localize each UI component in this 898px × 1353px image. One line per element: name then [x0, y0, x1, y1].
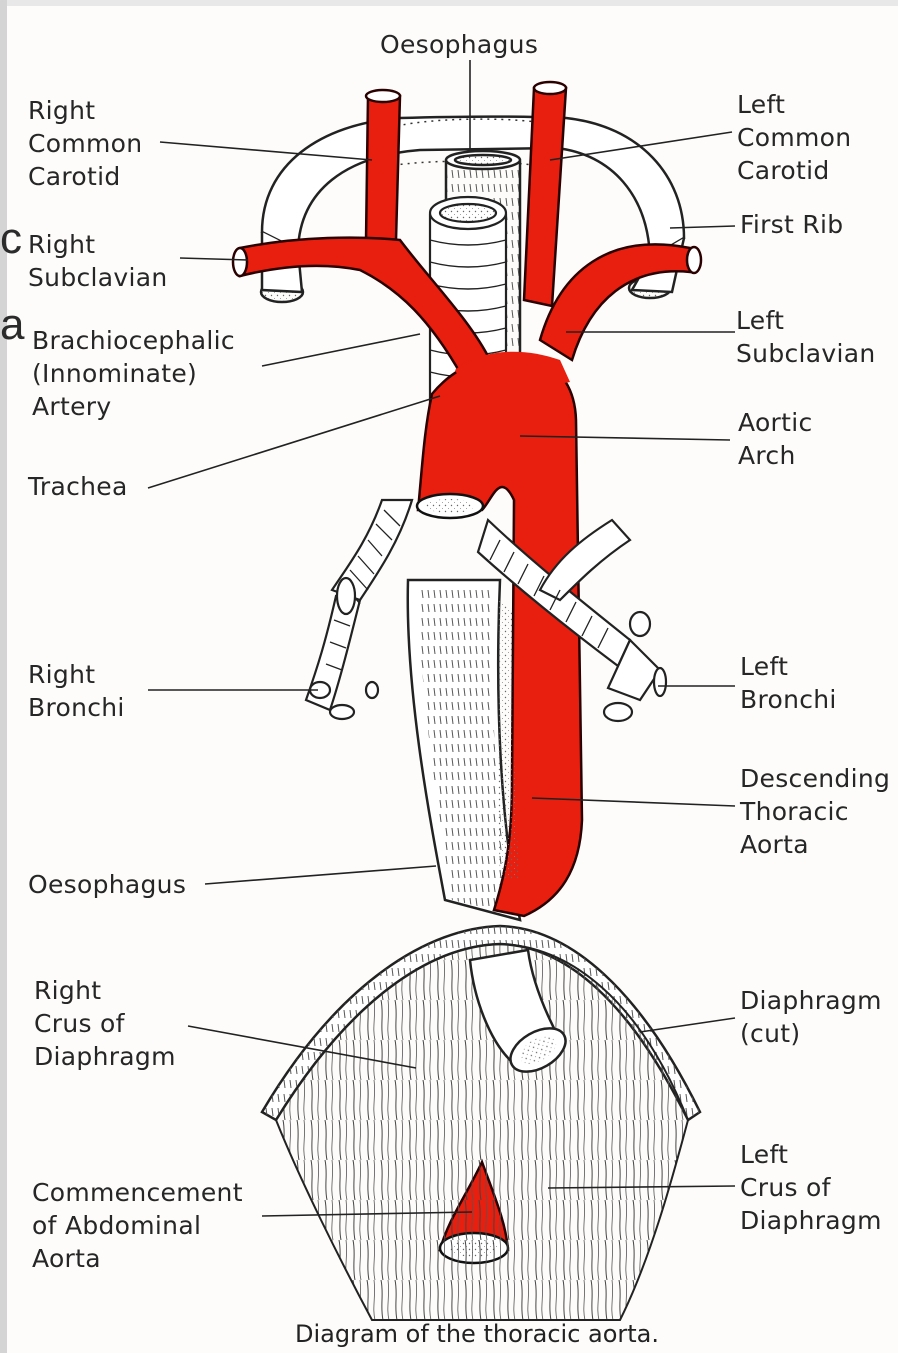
diaphragm	[262, 926, 700, 1320]
label-left-crus-of-diaphragm: Left Crus of Diaphragm	[740, 1138, 882, 1237]
label-oesophagus-lower: Oesophagus	[28, 868, 186, 901]
label-right-common-carotid: Right Common Carotid	[28, 94, 142, 193]
label-left-subclavian: Left Subclavian	[736, 304, 876, 370]
label-right-crus-of-diaphragm: Right Crus of Diaphragm	[34, 974, 176, 1073]
label-right-bronchi: Right Bronchi	[28, 658, 125, 724]
label-first-rib: First Rib	[740, 208, 843, 241]
label-left-common-carotid: Left Common Carotid	[737, 88, 851, 187]
label-diaphragm-cut: Diaphragm (cut)	[740, 984, 882, 1050]
label-trachea: Trachea	[28, 470, 128, 503]
figure-caption: Diagram of the thoracic aorta.	[295, 1320, 659, 1348]
label-oesophagus-top: Oesophagus	[380, 28, 538, 61]
label-aortic-arch: Aortic Arch	[738, 406, 813, 472]
label-descending-thoracic-aorta: Descending Thoracic Aorta	[740, 762, 890, 861]
label-commencement-of-abdominal-aorta: Commencement of Abdominal Aorta	[32, 1176, 243, 1275]
label-brachiocephalic-artery: Brachiocephalic (Innominate) Artery	[32, 324, 235, 423]
label-right-subclavian: Right Subclavian	[28, 228, 168, 294]
label-left-bronchi: Left Bronchi	[740, 650, 837, 716]
